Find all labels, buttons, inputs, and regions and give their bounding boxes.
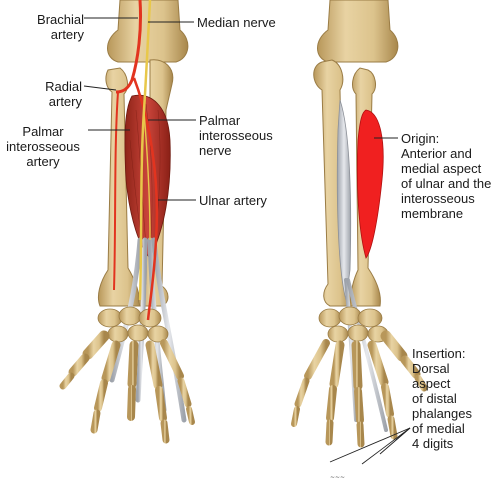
left-forearm [59, 0, 195, 444]
label-palmar-interosseous-artery: Palmar interosseous artery [6, 124, 80, 169]
finger-bones-right [291, 339, 398, 448]
humerus-distal-end-right [317, 0, 399, 63]
thumb-bones-right [380, 330, 428, 392]
label-origin: Origin: Anterior and medial aspect of ul… [401, 131, 492, 221]
radial-artery-vessel [113, 91, 119, 291]
finger-bones [90, 339, 195, 444]
label-radial-artery: Radial artery [45, 79, 82, 109]
label-brachial-artery: Brachial artery [37, 12, 84, 42]
label-palmar-interosseous-nerve: Palmar interosseous nerve [199, 113, 273, 158]
label-ulnar-artery: Ulnar artery [199, 193, 267, 208]
brachial-artery-vessel [115, 0, 143, 94]
label-insertion: Insertion: Dorsal aspect of distal phala… [412, 346, 472, 451]
leader-insertion-2 [361, 427, 411, 465]
interosseous-nerve-fiber [143, 111, 151, 241]
right-forearm [291, 0, 428, 448]
leader-insertion-4 [395, 427, 411, 441]
leader-insertion-1 [329, 427, 411, 463]
carpal-bones [97, 306, 169, 343]
leader-lines [83, 17, 411, 465]
carpal-bones-right [318, 306, 389, 343]
label-median-nerve: Median nerve [197, 15, 276, 30]
origin-area [356, 109, 384, 259]
leader-radial [83, 85, 117, 91]
thumb-bones [59, 330, 110, 390]
artist-signature-mark: ~~~ [330, 474, 346, 481]
median-nerve-fiber [138, 0, 152, 301]
